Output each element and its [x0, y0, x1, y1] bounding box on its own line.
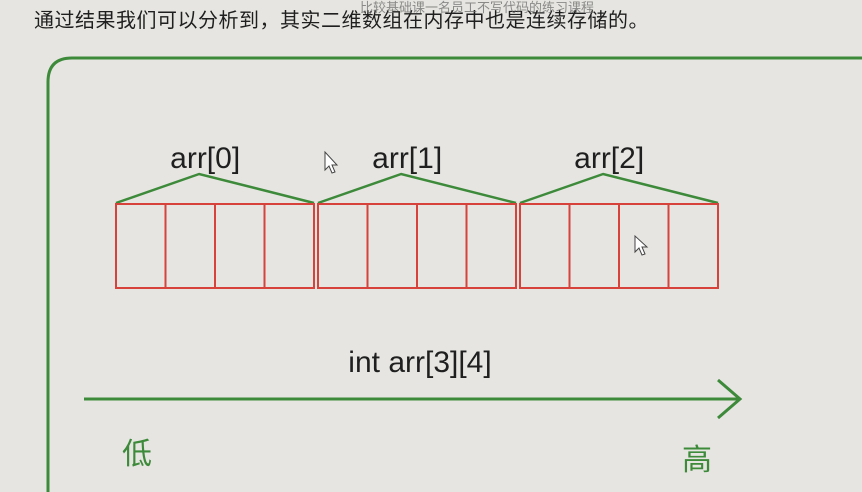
header-text: 通过结果我们可以分析到，其实二维数组在内存中也是连续存储的。	[34, 8, 649, 32]
memory-cell	[263, 203, 315, 289]
row-labels: arr[0] arr[1] arr[2]	[170, 142, 644, 175]
memory-cell	[317, 203, 369, 289]
row-label: arr[2]	[574, 142, 644, 175]
row-label: arr[1]	[372, 142, 442, 175]
memory-cell	[568, 203, 620, 289]
row-brace	[519, 172, 719, 205]
diagram-frame	[46, 56, 862, 492]
memory-cell	[115, 203, 167, 289]
row-label: arr[0]	[170, 142, 240, 175]
memory-cell	[164, 203, 216, 289]
row-brace	[115, 172, 315, 205]
memory-cell	[214, 203, 266, 289]
memory-cell	[465, 203, 517, 289]
array-declaration: int arr[3][4]	[348, 346, 491, 379]
mouse-cursor-icon	[324, 150, 339, 174]
address-arrow	[84, 378, 743, 420]
high-address-label: 高	[682, 443, 712, 478]
memory-cell	[519, 203, 571, 289]
row-braces	[115, 172, 719, 205]
row-brace	[317, 172, 517, 205]
memory-cell	[366, 203, 418, 289]
memory-cell	[667, 203, 719, 289]
low-address-label: 低	[122, 437, 152, 472]
arrow-head	[717, 378, 743, 420]
overlay-caption: 比较基础课一名员工不写代码的练习课程	[360, 1, 595, 16]
memory-cells	[115, 203, 719, 289]
mouse-cursor-icon	[634, 234, 649, 256]
memory-cell	[416, 203, 468, 289]
